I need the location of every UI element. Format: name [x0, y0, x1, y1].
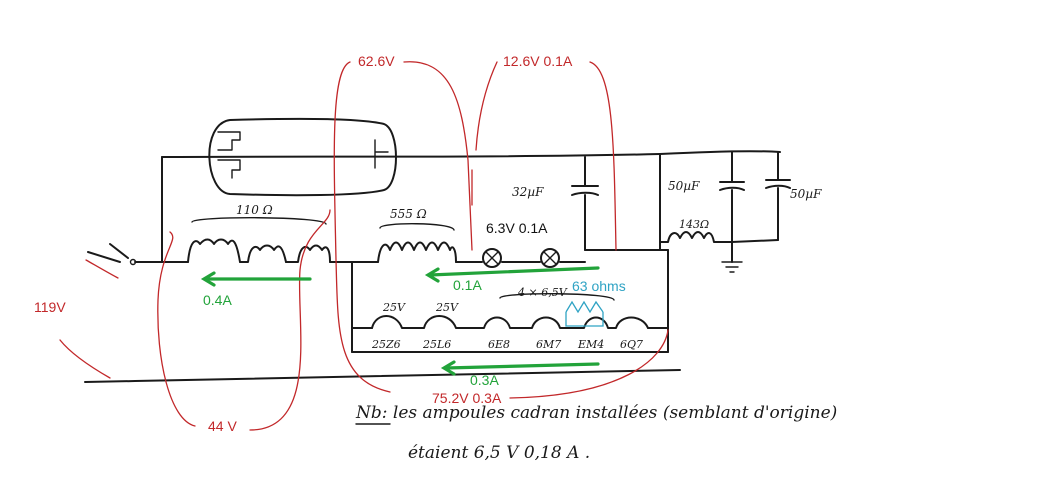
- tube-label-3: 6E8: [488, 338, 510, 351]
- tube-label-2: 25L6: [422, 338, 451, 351]
- tube-label-5: EM4: [577, 338, 604, 351]
- tube-label-1: 25Z6: [371, 338, 401, 351]
- note-line-2: étaient 6,5 V 0,18 A .: [408, 443, 590, 463]
- cap-right-b-value: 50µF: [790, 187, 822, 201]
- tube-label-6: 6Q7: [620, 338, 643, 351]
- rheostat-voltage-label: 62.6V: [358, 53, 395, 69]
- tube-volt-2: 25V: [435, 301, 459, 314]
- resistor-110-ohm: [187, 217, 331, 263]
- circuit-wiring: [84, 153, 681, 383]
- group-note: 4 × 6,5V: [517, 286, 568, 299]
- supply-node-label: 12.6V 0.1A: [503, 53, 573, 69]
- resistor-555-ohm: [377, 223, 457, 263]
- heater-chain: [371, 293, 649, 329]
- tube-label-4: 6M7: [536, 338, 561, 351]
- measurement-loops: [59, 61, 669, 431]
- left-drop-label: 44 V: [208, 418, 237, 434]
- capacitor-32uf: [571, 156, 599, 251]
- choke-value: 143Ω: [679, 218, 709, 231]
- resistor-mid-value: 555 Ω: [390, 207, 427, 221]
- filter-section: [659, 150, 791, 273]
- tube-volt-1: 25V: [382, 301, 406, 314]
- cap-right-a-value: 50µF: [668, 179, 700, 193]
- current-arrows: [200, 266, 600, 376]
- heater-current-label: 0.3A: [470, 372, 499, 388]
- lamps-spec-label: 6.3V 0.1A: [486, 220, 548, 236]
- resistor-left-value: 110 Ω: [236, 203, 273, 217]
- shunt-resistor: [565, 300, 604, 327]
- note-line-1: Nb: les ampoules cadran installées (semb…: [355, 403, 837, 423]
- pilot-lamps: [482, 248, 560, 268]
- shunt-label: 63 ohms: [572, 278, 626, 294]
- tube-envelope: [208, 117, 397, 197]
- lamp-current-label: 0.1A: [453, 277, 482, 293]
- mains-voltage-label: 119V: [34, 299, 66, 315]
- cap-left-value: 32µF: [512, 185, 544, 199]
- heater-chain-label: 75.2V 0.3A: [432, 390, 502, 406]
- left-current-label: 0.4A: [203, 292, 232, 308]
